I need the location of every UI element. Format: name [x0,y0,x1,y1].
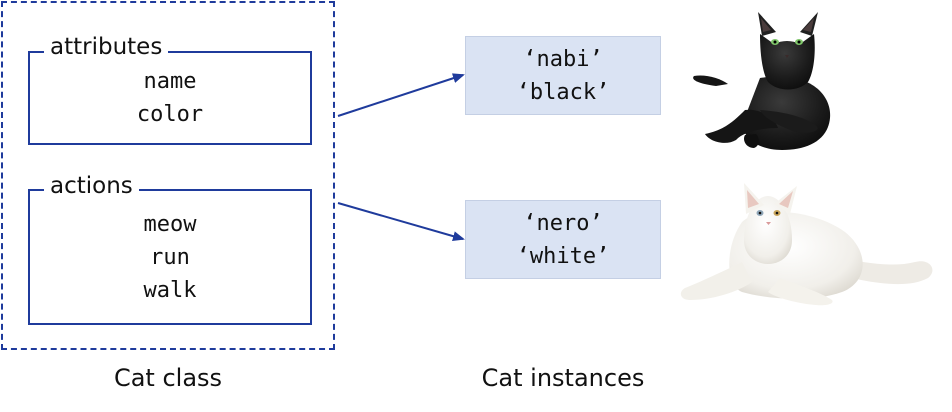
instance-box-1: ‘nabi’ ‘black’ [465,36,661,115]
actions-title: actions [44,172,139,200]
actions-list: meow run walk [28,208,312,307]
class-caption: Cat class [113,364,223,392]
instance-2-color: ‘white’ [516,244,610,269]
attributes-box [28,51,312,145]
black-cat-icon [693,12,831,150]
arrow-to-instance-1 [337,73,465,117]
instance-1-color: ‘black’ [516,80,610,105]
arrow-to-instance-2 [337,202,465,242]
attribute-color: color [136,102,204,127]
attributes-title: attributes [44,33,169,61]
attribute-name: name [143,69,197,94]
actions-box [28,189,312,325]
attributes-list: name color [28,65,312,131]
instance-box-2: ‘nero’ ‘white’ [465,200,661,279]
white-cat-icon [680,183,933,306]
action-walk: walk [143,278,197,303]
instance-1-name: ‘nabi’ [523,47,603,72]
cat-class-box [1,1,335,350]
instance-2-name: ‘nero’ [523,211,603,236]
action-meow: meow [143,212,197,237]
action-run: run [150,245,190,270]
instances-caption: Cat instances [481,364,645,392]
